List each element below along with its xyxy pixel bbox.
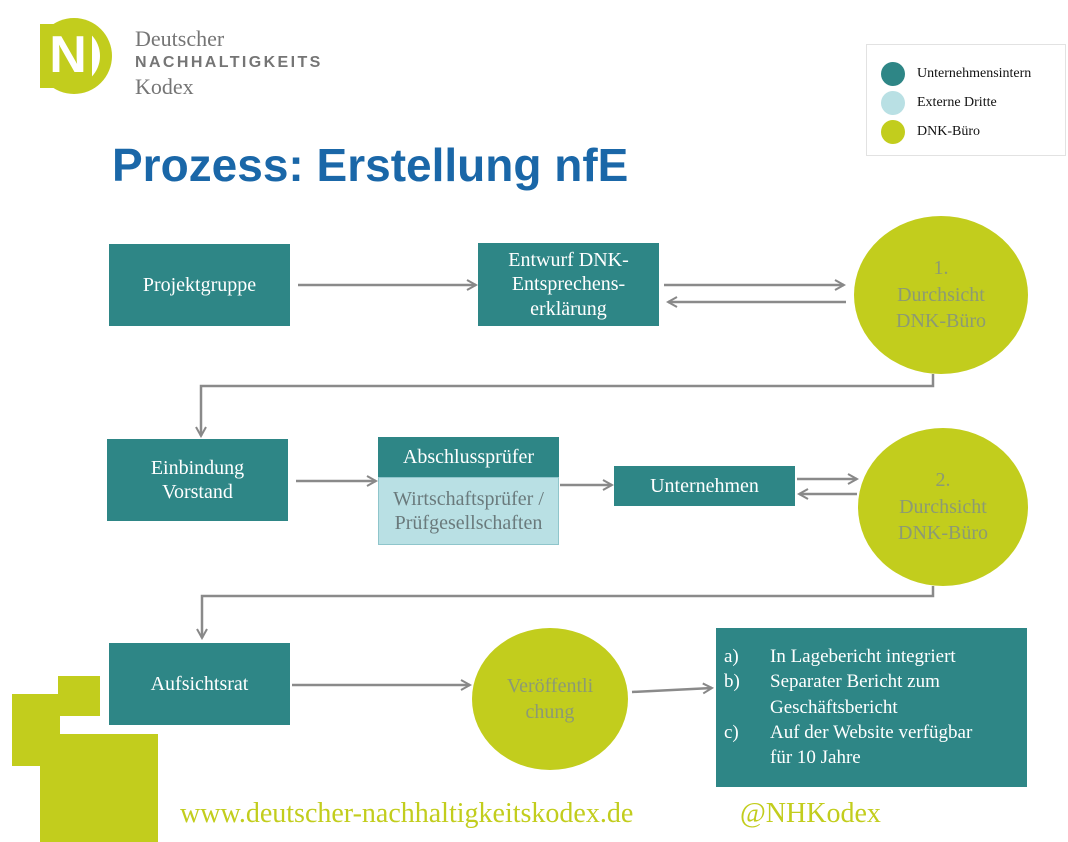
arrow-durchsicht2-aufsichtsrat — [202, 586, 935, 638]
node-entwurf-line: erklärung — [530, 297, 607, 320]
logo-letter: N — [49, 26, 87, 84]
logo-mark-icon — [40, 18, 112, 94]
arrow-durchsicht1-einbindung — [201, 374, 935, 436]
option-marker: a) — [724, 646, 739, 667]
option-marker: c) — [724, 721, 739, 743]
node-einbindung-line: Vorstand — [162, 481, 233, 503]
legend-item-dnk: DNK-Büro — [881, 120, 980, 144]
legend-item-internal: Unternehmensintern — [881, 62, 1031, 86]
node-aufsichtsrat: Aufsichtsrat — [109, 643, 290, 725]
option-line: Separater Bericht zum — [770, 671, 940, 693]
decor-block-small — [58, 676, 100, 716]
node-unternehmen: Unternehmen — [614, 466, 795, 506]
option-item-b: b) Separater Bericht zum Geschäftsberich… — [724, 669, 1019, 720]
decor-block-main — [40, 734, 158, 842]
node-entwurf-line: Entsprechens- — [511, 273, 626, 296]
node-veroeffentlichung-line: Veröffentli — [506, 674, 594, 697]
node-einbindung-vorstand: Einbindung Vorstand — [107, 439, 288, 521]
node-entwurf: Entwurf DNK- Entsprechens- erklärung — [478, 243, 659, 326]
logo: N Deutscher NACHHALTIGKEITS Kodex — [40, 16, 340, 99]
legend: Unternehmensintern Externe Dritte DNK-Bü… — [866, 44, 1066, 156]
footer-handle[interactable]: @NHKodex — [740, 798, 881, 829]
node-entwurf-line: Entwurf DNK- — [508, 248, 629, 271]
option-line: für 10 Jahre — [770, 747, 861, 769]
arrow-veroeffentlichung-optionen — [631, 688, 712, 692]
footer-url[interactable]: www.deutscher-nachhaltigkeitskodex.de — [180, 798, 634, 829]
node-wirtschaftspruefer: Wirtschaftsprüfer / Prüfgesellschaften — [378, 477, 559, 545]
node-abschlusspruefer: Abschlussprüfer — [378, 437, 559, 477]
node-durchsicht-1: 1. Durchsicht DNK-Büro — [854, 216, 1028, 374]
node-wirtschaftspruefer-line: Wirtschaftsprüfer / — [393, 487, 544, 510]
node-einbindung-line: Einbindung — [150, 456, 245, 479]
logo-line-1: Deutscher — [135, 26, 225, 51]
node-durchsicht-2-line: Durchsicht — [899, 495, 987, 518]
node-durchsicht-2-line: DNK-Büro — [898, 522, 988, 545]
legend-label: Externe Dritte — [917, 95, 997, 110]
option-line: Auf der Website verfügbar — [770, 721, 973, 743]
legend-item-external: Externe Dritte — [881, 91, 997, 115]
node-veroeffentlichung: Veröffentli chung — [472, 628, 628, 770]
legend-dot-internal — [881, 62, 905, 86]
page-title: Prozess: Erstellung nfE — [112, 139, 629, 191]
option-line: Geschäftsbericht — [770, 696, 898, 718]
option-item-a: a) In Lagebericht integriert — [724, 644, 1019, 669]
node-wirtschaftspruefer-line: Prüfgesellschaften — [394, 512, 543, 534]
legend-label: Unternehmensintern — [917, 66, 1032, 81]
option-line: In Lagebericht integriert — [770, 646, 956, 667]
logo-line-3: Kodex — [135, 74, 194, 99]
option-text: Separater Bericht zum Geschäftsbericht — [770, 669, 940, 720]
legend-label: DNK-Büro — [917, 124, 980, 139]
node-durchsicht-2-line: 2. — [935, 469, 951, 492]
node-durchsicht-1-line: DNK-Büro — [896, 310, 986, 333]
logo-line-2: NACHHALTIGKEITS — [135, 54, 323, 71]
option-marker: b) — [724, 671, 740, 693]
option-text: In Lagebericht integriert — [770, 644, 956, 669]
node-projektgruppe: Projektgruppe — [109, 244, 290, 326]
node-veroeffentlichung-line: chung — [525, 701, 575, 723]
node-durchsicht-1-line: Durchsicht — [897, 283, 985, 306]
legend-dot-external — [881, 91, 905, 115]
option-text: Auf der Website verfügbar für 10 Jahre — [770, 720, 972, 771]
option-item-c: c) Auf der Website verfügbar für 10 Jahr… — [724, 720, 1019, 771]
node-optionen: a) In Lagebericht integriert b) Separate… — [716, 628, 1027, 787]
node-durchsicht-1-line: 1. — [933, 257, 949, 280]
node-durchsicht-2: 2. Durchsicht DNK-Büro — [858, 428, 1028, 586]
legend-dot-dnk — [881, 120, 905, 144]
